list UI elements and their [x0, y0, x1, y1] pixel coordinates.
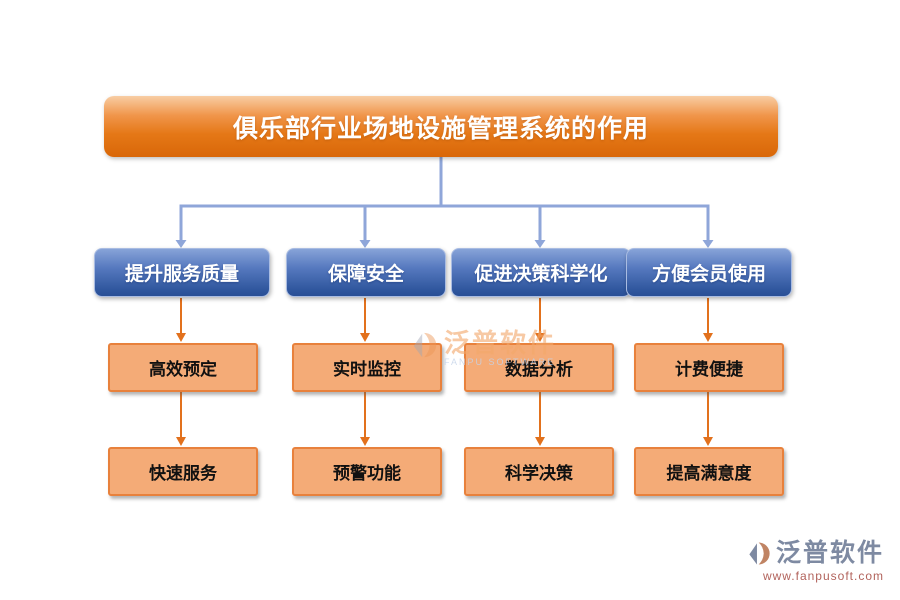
- orange-arrowheads-row1: [176, 333, 713, 342]
- orange-arrow-stems-row2: [180, 392, 709, 438]
- blue-tree-lines: [179, 157, 710, 241]
- node-efficient-booking: 高效预定: [108, 343, 258, 392]
- orange-arrowheads-row2: [176, 437, 713, 446]
- node-improve-satisfaction: 提高满意度: [634, 447, 784, 496]
- node-data-analysis: 数据分析: [464, 343, 614, 392]
- blue-arrowheads: [175, 240, 714, 248]
- fanpu-logo-icon: [749, 542, 770, 565]
- branch-header-safety: 保障安全: [286, 248, 446, 297]
- node-convenient-billing: 计费便捷: [634, 343, 784, 392]
- branch-header-member-convenience: 方便会员使用: [626, 248, 792, 297]
- node-scientific-decision: 科学决策: [464, 447, 614, 496]
- node-fast-service: 快速服务: [108, 447, 258, 496]
- node-warning-function: 预警功能: [292, 447, 442, 496]
- brand-name: 泛普软件: [775, 540, 884, 567]
- branch-header-service-quality: 提升服务质量: [94, 248, 270, 297]
- page-title: 俱乐部行业场地设施管理系统的作用: [104, 96, 778, 157]
- brand-url: www.fanpusoft.com: [762, 569, 884, 583]
- branch-header-decision-science: 促进决策科学化: [451, 248, 631, 297]
- orange-arrow-stems-row1: [180, 298, 709, 334]
- brand-watermark: 泛普软件 www.fanpusoft.com: [746, 540, 884, 582]
- node-realtime-monitoring: 实时监控: [292, 343, 442, 392]
